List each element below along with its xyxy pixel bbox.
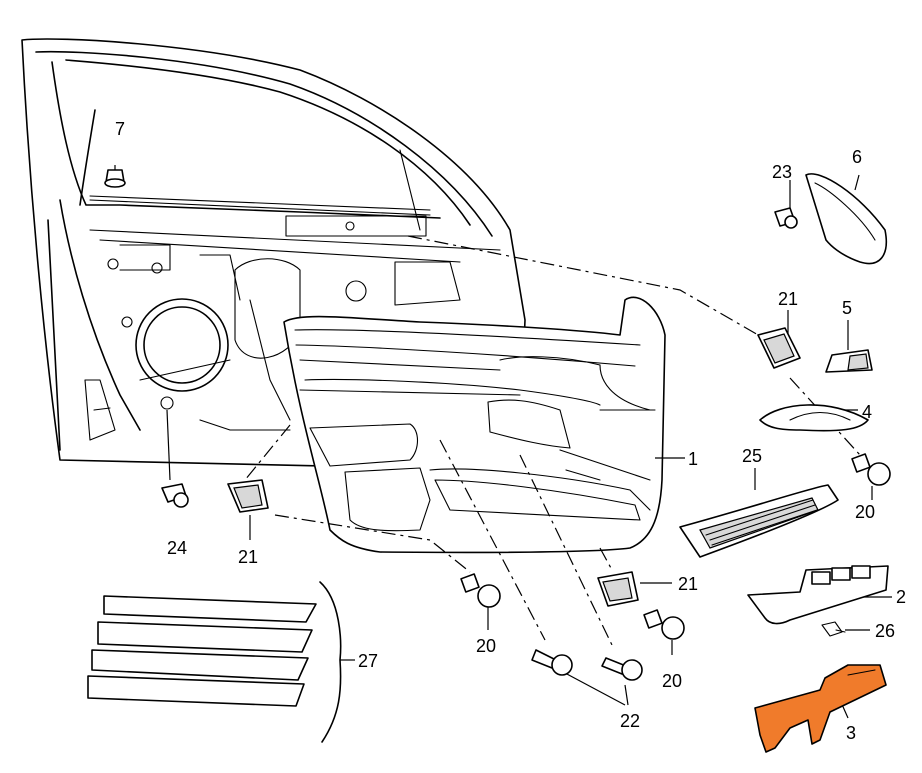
- callout-25: 25: [742, 446, 762, 466]
- callout-21-top: 21: [778, 289, 798, 309]
- callout-22: 22: [620, 711, 640, 731]
- screw-20-top: [851, 453, 891, 486]
- callout-labels: 1 2 3 4 5 6 7 20 20 20 21 21 21 22 23 24…: [115, 119, 906, 743]
- callout-20-left: 20: [476, 636, 496, 656]
- handle-bezel-part-4: [759, 404, 869, 432]
- callout-3: 3: [846, 723, 856, 743]
- callout-26: 26: [875, 621, 895, 641]
- screw-22-right: [601, 657, 643, 681]
- screw-20-left: [460, 573, 501, 608]
- callout-20-top: 20: [855, 502, 875, 522]
- highlighted-trim-part-3: [754, 664, 887, 753]
- cover-part-6: [805, 173, 887, 265]
- callout-6: 6: [852, 147, 862, 167]
- clip-part-7: [104, 169, 126, 188]
- callout-20-right: 20: [662, 671, 682, 691]
- callout-2: 2: [896, 587, 906, 607]
- clip-part-26: [821, 621, 846, 637]
- air-vent-21-right: [597, 571, 639, 607]
- door-inner-panel: [21, 38, 526, 471]
- callout-4: 4: [862, 402, 872, 422]
- callout-24: 24: [167, 538, 187, 558]
- screw-22-left: [531, 649, 573, 676]
- door-trim-panel: [283, 296, 666, 554]
- air-vent-21-left: [227, 479, 269, 513]
- air-vent-21-top: [757, 327, 801, 369]
- handle-cover-part-5: [825, 349, 873, 373]
- callout-23: 23: [772, 162, 792, 182]
- callout-7: 7: [115, 119, 125, 139]
- callout-21-left: 21: [238, 547, 258, 567]
- trim-strips-part-27: [87, 581, 355, 743]
- clip-part-23: [774, 207, 798, 229]
- speaker-grille-part-25: [679, 484, 839, 558]
- callout-27: 27: [358, 651, 378, 671]
- window-switch-panel-part-2: [747, 565, 889, 625]
- clip-part-24: [161, 483, 189, 508]
- callout-5: 5: [842, 298, 852, 318]
- callout-1: 1: [688, 449, 698, 469]
- callout-21-right: 21: [678, 574, 698, 594]
- screw-20-right: [643, 609, 685, 640]
